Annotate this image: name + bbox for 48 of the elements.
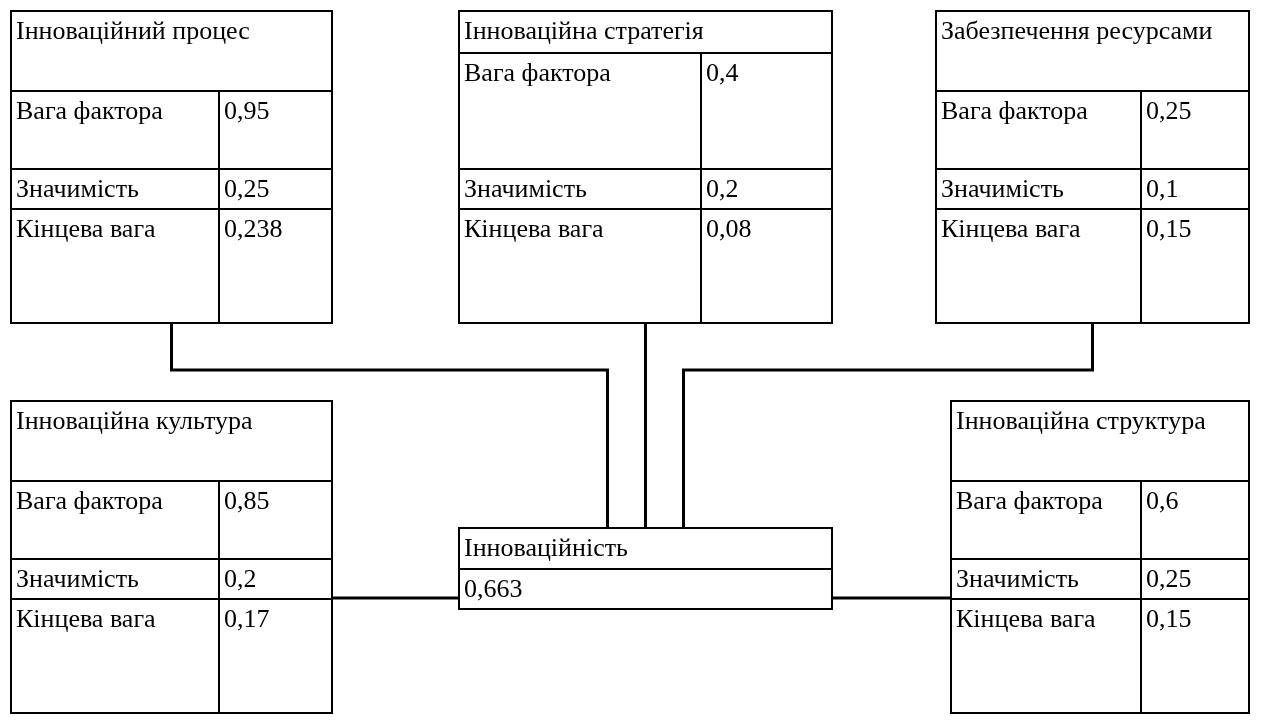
factor-label: Значимість <box>16 564 139 593</box>
table-heading: Інноваційний процес <box>16 16 250 45</box>
factor-table <box>458 527 833 608</box>
factor-label: Кінцева вага <box>16 214 156 243</box>
table-heading: Інноваційність <box>464 533 628 562</box>
result-value: 0,663 <box>464 574 523 603</box>
factor-label: Вага фактора <box>464 58 611 87</box>
factor-table <box>935 10 1250 322</box>
factor-table <box>950 400 1250 712</box>
factor-label: Значимість <box>464 174 587 203</box>
table-heading: Забезпечення ресурсами <box>941 16 1213 45</box>
factor-value: 0,17 <box>224 604 270 633</box>
factor-label: Кінцева вага <box>941 214 1081 243</box>
factor-label: Кінцева вага <box>956 604 1096 633</box>
factor-table <box>10 400 333 712</box>
factor-value: 0,1 <box>1146 174 1179 203</box>
factor-value: 0,6 <box>1146 486 1179 515</box>
connector-line <box>833 596 950 600</box>
table-heading: Інноваційна культура <box>16 406 253 435</box>
factor-value: 0,2 <box>706 174 739 203</box>
factor-label: Вага фактора <box>941 96 1088 125</box>
connector-line <box>333 596 458 600</box>
factor-label: Кінцева вага <box>464 214 604 243</box>
factor-label: Значимість <box>16 174 139 203</box>
factor-label: Значимість <box>941 174 1064 203</box>
factor-value: 0,15 <box>1146 214 1192 243</box>
table-heading: Інноваційна стратегія <box>464 16 704 45</box>
factor-value: 0,2 <box>224 564 257 593</box>
connector-line <box>682 322 1094 527</box>
factor-label: Кінцева вага <box>16 604 156 633</box>
factor-label: Значимість <box>956 564 1079 593</box>
factor-value: 0,08 <box>706 214 752 243</box>
factor-label: Вага фактора <box>16 96 163 125</box>
factor-value: 0,25 <box>1146 96 1192 125</box>
factor-value: 0,85 <box>224 486 270 515</box>
factor-value: 0,25 <box>224 174 270 203</box>
factor-value: 0,15 <box>1146 604 1192 633</box>
factor-label: Вага фактора <box>16 486 163 515</box>
factor-value: 0,25 <box>1146 564 1192 593</box>
table-heading: Інноваційна структура <box>956 406 1206 435</box>
factor-value: 0,4 <box>706 58 739 87</box>
factor-value: 0,95 <box>224 96 270 125</box>
factor-label: Вага фактора <box>956 486 1103 515</box>
connector-line <box>644 322 647 527</box>
factor-value: 0,238 <box>224 214 283 243</box>
connector-line <box>170 322 609 527</box>
factor-table <box>458 10 833 322</box>
factor-table <box>10 10 333 322</box>
